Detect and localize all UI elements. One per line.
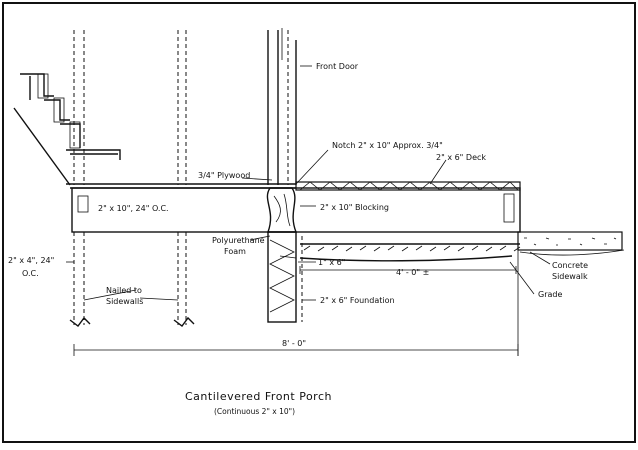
- diagram-title: Cantilevered Front Porch: [185, 390, 332, 403]
- label-foam-2: Foam: [224, 247, 246, 256]
- label-foundation: 2" x 6" Foundation: [320, 296, 395, 305]
- diagram-subtitle: (Continuous 2" x 10"): [214, 407, 295, 416]
- front-door-wall: [267, 28, 297, 185]
- deck-boards: [295, 181, 521, 191]
- label-deck: 2" x 6" Deck: [436, 153, 486, 162]
- label-joist: 2" x 10", 24" O.C.: [98, 204, 169, 213]
- label-plywood: 3/4" Plywood: [198, 171, 250, 180]
- label-board: 1" x 6": [318, 258, 345, 267]
- foam-block: [266, 187, 298, 233]
- label-cantilever: 4' - 0" ±: [396, 268, 429, 277]
- label-stud-1: 2" x 4", 24": [8, 256, 54, 265]
- leader-lines: [66, 65, 551, 301]
- foundation-wall: [267, 231, 303, 323]
- label-blocking: 2" x 10" Blocking: [320, 203, 389, 212]
- concrete-sidewalk: [517, 231, 625, 256]
- label-nailed-2: Sidewalls: [106, 297, 143, 306]
- label-foam-1: Polyurethane: [212, 236, 265, 245]
- label-overall: 8' - 0": [282, 339, 306, 348]
- label-notch: Notch 2" x 10" Approx. 3/4": [332, 141, 443, 150]
- label-stud-2: O.C.: [22, 269, 39, 278]
- label-nailed-1: Nailed to: [106, 286, 142, 295]
- label-front-door: Front Door: [316, 62, 359, 71]
- stair-section: [13, 73, 121, 186]
- left-wall-studs: [69, 30, 195, 327]
- grade-line: [299, 243, 521, 262]
- label-sidewalk-2: Sidewalk: [552, 272, 588, 281]
- label-grade: Grade: [538, 290, 562, 299]
- label-sidewalk-1: Concrete: [552, 261, 588, 270]
- frame-border: [2, 2, 636, 443]
